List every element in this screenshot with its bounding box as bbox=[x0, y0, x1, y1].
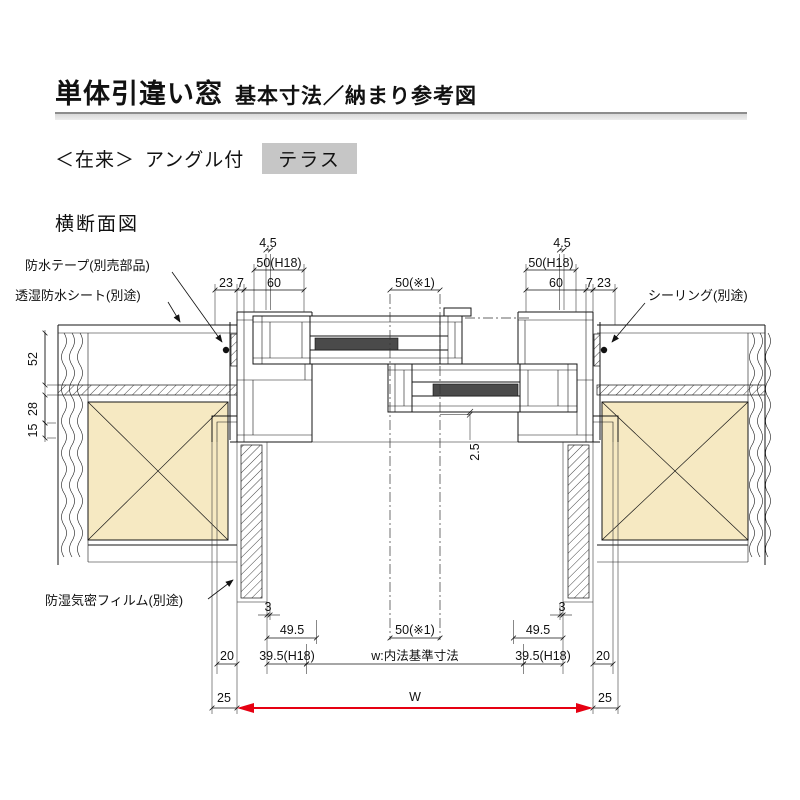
w-label: W bbox=[409, 690, 421, 704]
dim-3-left: 3 bbox=[265, 600, 272, 614]
dim-23-right: 23 bbox=[597, 276, 611, 290]
title-divider bbox=[55, 112, 747, 120]
leader-waterproof-tape bbox=[171, 271, 223, 343]
subtitle-row: ＜在来＞ アングル付 テラス bbox=[55, 143, 357, 174]
page-title: 単体引違い窓 基本寸法／納まり参考図 bbox=[55, 72, 477, 111]
centerlines bbox=[389, 294, 530, 640]
cross-section-diagram: 4.5 4.5 50(H18) 50(H18) 23 7 60 50(※1) 6… bbox=[15, 236, 771, 714]
dim-395-right: 39.5(H18) bbox=[515, 649, 571, 663]
glazing-exterior bbox=[314, 337, 399, 351]
callout-leaders bbox=[167, 271, 646, 600]
dim-52: 52 bbox=[26, 352, 40, 366]
dim-gap-right: 4.5 bbox=[553, 236, 570, 250]
dim-15: 15 bbox=[26, 424, 40, 438]
backer-rod-right bbox=[600, 346, 608, 354]
title-main: 単体引違い窓 bbox=[55, 79, 223, 109]
callout-waterproof-tape: 防水テープ(別売部品) bbox=[25, 258, 150, 273]
angle-right bbox=[593, 415, 619, 442]
wall-left bbox=[57, 324, 238, 565]
dim-28: 28 bbox=[26, 402, 40, 416]
dim-h18-right: 50(H18) bbox=[528, 256, 573, 270]
dim-7-right: 7 bbox=[586, 276, 593, 290]
sash-interior bbox=[387, 363, 578, 415]
dim-50-top-center: 50(※1) bbox=[395, 276, 435, 290]
dim-gap-left: 4.5 bbox=[259, 236, 276, 250]
sealing-left bbox=[230, 333, 238, 367]
terrace-badge: テラス bbox=[262, 143, 357, 174]
extension-lines bbox=[44, 254, 619, 714]
title-sub: 基本寸法／納まり参考図 bbox=[235, 85, 477, 108]
w-dimension-arrow bbox=[237, 703, 593, 713]
dim-50-bottom-center: 50(※1) bbox=[395, 623, 435, 637]
dim-2-5: 2.5 bbox=[468, 443, 482, 460]
dim-395-left: 39.5(H18) bbox=[259, 649, 315, 663]
dim-25-left: 25 bbox=[217, 691, 231, 705]
subtitle-angle: アングル付 bbox=[145, 150, 245, 171]
casing-right bbox=[563, 444, 593, 603]
section-label: 横断面図 bbox=[55, 214, 140, 235]
leader-film bbox=[207, 579, 234, 600]
dim-3-right: 3 bbox=[559, 600, 566, 614]
sash-exterior bbox=[252, 307, 472, 365]
dim-60-left: 60 bbox=[267, 276, 281, 290]
dim-495-left: 49.5 bbox=[280, 623, 304, 637]
dim-20-right: 20 bbox=[596, 649, 610, 663]
dim-7-left: 7 bbox=[237, 276, 244, 290]
dim-20-left: 20 bbox=[220, 649, 234, 663]
dimension-text: 4.5 4.5 50(H18) 50(H18) 23 7 60 50(※1) 6… bbox=[26, 236, 612, 705]
dim-h18-left: 50(H18) bbox=[256, 256, 301, 270]
jamb-right bbox=[517, 311, 619, 443]
dim-25-right: 25 bbox=[598, 691, 612, 705]
glazing-interior bbox=[432, 383, 519, 397]
dim-23-left: 23 bbox=[219, 276, 233, 290]
callout-sealing: シーリング(別途) bbox=[648, 288, 748, 303]
casing-left bbox=[237, 444, 267, 603]
leader-sealing bbox=[611, 302, 646, 343]
dim-495-right: 49.5 bbox=[526, 623, 550, 637]
angle-left bbox=[211, 415, 237, 442]
subtitle-zairai: ＜在来＞ bbox=[55, 150, 136, 171]
wall-right bbox=[596, 324, 771, 565]
w-note: w:内法基準寸法 bbox=[370, 648, 459, 663]
leader-moisture-sheet bbox=[167, 301, 181, 323]
callout-moisture-sheet: 透湿防水シート(別途) bbox=[15, 288, 141, 303]
backer-rod-left bbox=[222, 346, 230, 354]
sealing-right bbox=[593, 333, 601, 367]
callout-text: 防水テープ(別売部品) 透湿防水シート(別途) シーリング(別途) 防湿気密フィ… bbox=[15, 258, 748, 608]
callout-film: 防湿気密フィルム(別途) bbox=[45, 593, 183, 608]
dim-60-right: 60 bbox=[549, 276, 563, 290]
dimension-lines bbox=[42, 247, 621, 711]
